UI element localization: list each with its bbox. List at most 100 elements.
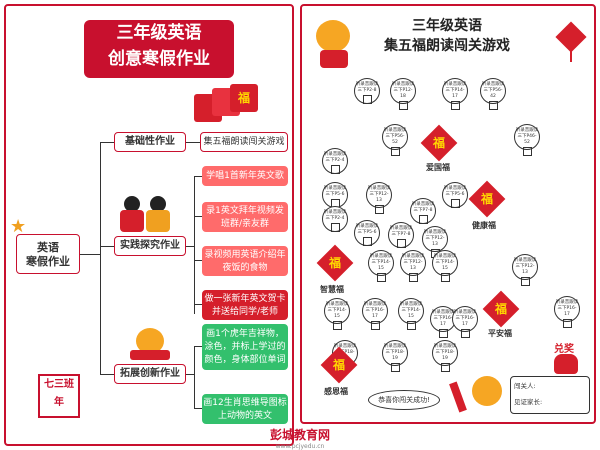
node-instruction: 听录音跟读 [333,344,357,349]
node-instruction: 听录音跟读 [399,302,423,307]
fu-icon: 福 [420,124,458,162]
node-checkbox[interactable] [330,223,340,232]
node-checkbox[interactable] [408,273,418,282]
node-page: 三下P12-13 [425,236,445,247]
congrats-bubble: 恭喜你闯关成功! [368,390,440,410]
node-checkbox[interactable] [370,321,380,330]
site-footer: 彭城教育网 www.pcjyedu.cn [270,426,330,450]
red-envelope-icon: 福 [194,84,264,124]
node-checkbox[interactable] [440,273,450,282]
reading-node[interactable]: 听录音跟读三下P12-13 [512,254,538,286]
reading-node[interactable]: 听录音跟读三下P12-13 [366,182,392,214]
node-page: 三下P12-13 [369,192,389,203]
node-page: 三下P2-8 [357,88,377,93]
reading-node[interactable]: 听录音跟读三下P2-4 [322,206,348,232]
brand-text: 彭城教育网 [270,428,331,442]
node-checkbox[interactable] [562,319,572,328]
node-instruction: 听录音跟读 [383,128,407,133]
prize-title: 兑奖 [554,344,574,355]
reading-node[interactable]: 听录音跟读三下P18-19 [382,340,408,372]
node-instruction: 听录音跟读 [323,186,347,191]
reading-node[interactable]: 听录音跟读三下P12-18 [390,78,416,110]
fu-icon: 福 [316,244,354,282]
reading-node[interactable]: 听录音跟读三下P14-15 [324,298,350,330]
reading-node[interactable]: 听录音跟读三下P16-17 [430,306,456,338]
node-checkbox[interactable] [440,363,450,372]
reading-node[interactable]: 听录音跟读三下P7-8 [388,222,414,248]
reading-node[interactable]: 听录音跟读三下P5-6 [442,182,468,208]
node-checkbox[interactable] [520,277,530,286]
reading-node[interactable]: 听录音跟读三下P7-8 [410,198,436,224]
node-instruction: 听录音跟读 [323,210,347,215]
reading-node[interactable]: 听录音跟读三下P16-17 [554,296,580,328]
task-practice-1: 学唱1首新年英文歌 [202,166,288,186]
reading-node[interactable]: 听录音跟读三下P56-42 [480,78,506,110]
reading-node[interactable]: 听录音跟读三下P14-15 [368,250,394,282]
node-checkbox[interactable] [376,273,386,282]
task-practice-2: 录1英文拜年视频发班群/亲友群 [202,202,288,232]
node-checkbox[interactable] [450,199,460,208]
node-page: 三下P46-52 [517,134,537,145]
node-checkbox[interactable] [398,101,408,110]
node-instruction: 听录音跟读 [391,82,415,87]
node-page: 三下P14-15 [327,308,347,319]
node-page: 三下P12-13 [515,264,535,275]
node-instruction: 听录音跟读 [325,302,349,307]
tiger-illustration [130,324,170,360]
node-page: 三下P14-15 [371,260,391,271]
node-checkbox[interactable] [418,215,428,224]
tiger-bottom [470,376,504,412]
children-illustration [118,196,174,234]
node-instruction: 听录音跟读 [367,186,391,191]
node-page: 三下P14-17 [445,88,465,99]
reading-node[interactable]: 听录音跟读三下P18-19 [432,340,458,372]
node-checkbox[interactable] [374,205,384,214]
node-page: 三下P12-13 [403,260,423,271]
reading-node[interactable]: 听录音跟读三下P14-17 [442,78,468,110]
node-page: 三下P7-8 [413,208,433,213]
reading-node[interactable]: 听录音跟读三下P56-52 [382,124,408,156]
firecracker-icon [449,381,467,413]
node-checkbox[interactable] [332,321,342,330]
node-checkbox[interactable] [460,329,470,338]
node-instruction: 听录音跟读 [453,310,477,315]
node-checkbox[interactable] [362,95,372,104]
node-checkbox[interactable] [396,239,406,248]
reading-node[interactable]: 听录音跟读三下P5-6 [354,220,380,246]
fu-icon: 福 [320,346,358,384]
category-basic: 基础性作业 [114,132,186,152]
reading-node[interactable]: 听录音跟读三下P16-17 [362,298,388,330]
node-checkbox[interactable] [406,321,416,330]
category-creative: 拓展创新作业 [114,364,186,384]
reading-node[interactable]: 听录音跟读三下P5-6 [322,182,348,208]
node-instruction: 听录音跟读 [433,344,457,349]
node-checkbox[interactable] [438,329,448,338]
node-checkbox[interactable] [390,147,400,156]
reading-node[interactable]: 听录音跟读三下P12-13 [400,250,426,282]
reading-node[interactable]: 听录音跟读三下P14-15 [432,250,458,282]
homework-title: 三年级英语 创意寒假作业 [84,20,234,78]
node-checkbox[interactable] [450,101,460,110]
reading-node[interactable]: 听录音跟读三下P2-4 [322,148,348,174]
reading-node[interactable]: 听录音跟读三下P12-13 [422,226,448,258]
fu-label: 健康福 [472,221,496,230]
node-page: 三下P18-19 [435,350,455,361]
node-checkbox[interactable] [330,165,340,174]
node-page: 三下P18-19 [385,350,405,361]
reading-node[interactable]: 听录音跟读三下P14-15 [398,298,424,330]
node-instruction: 听录音跟读 [423,230,447,235]
node-checkbox[interactable] [522,147,532,156]
node-checkbox[interactable] [362,237,372,246]
reading-node[interactable]: 听录音跟读三下P46-52 [514,124,540,156]
node-checkbox[interactable] [390,363,400,372]
node-page: 三下P2-4 [325,216,345,221]
node-checkbox[interactable] [488,101,498,110]
node-instruction: 听录音跟读 [355,82,379,87]
reading-node[interactable]: 听录音跟读三下P2-8 [354,78,380,104]
reading-node[interactable]: 听录音跟读三下P16-17 [452,306,478,338]
task-creative-1: 画1个虎年吉祥物，涂色，并标上学过的颜色，身体部位单词 [202,324,288,370]
category-practice: 实践探究作业 [114,236,186,256]
fu-label: 感恩福 [324,387,348,396]
node-instruction: 听录音跟读 [363,302,387,307]
prize-field-parent: 见证家长: [514,398,543,406]
